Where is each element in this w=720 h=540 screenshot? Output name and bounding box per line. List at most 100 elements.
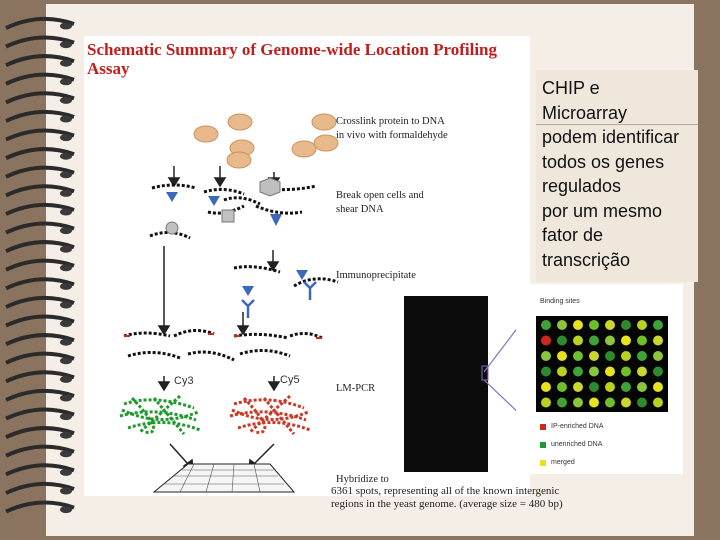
- array-spot: [605, 366, 615, 377]
- array-spot: [557, 397, 567, 408]
- step-lmpcr: LM-PCR: [336, 383, 376, 394]
- array-spot: [621, 382, 631, 392]
- array-spot: [573, 397, 583, 408]
- array-spot: [637, 366, 647, 377]
- spiral-coil: [5, 314, 75, 328]
- inset-title: Binding sites: [540, 298, 580, 305]
- spiral-hole: [60, 450, 72, 458]
- protein-shape: [165, 221, 179, 235]
- spots-caption-line1: 6361 spots, representing all of the know…: [331, 485, 560, 497]
- spiral-coil: [5, 295, 75, 309]
- array-spot: [541, 366, 551, 377]
- cell-shape: [313, 134, 339, 152]
- spiral-coil: [5, 426, 75, 440]
- array-spot: [605, 397, 615, 408]
- step-crosslink-line1: Crosslink protein to DNA: [336, 116, 445, 127]
- step-crosslink-line2: in vivo with formaldehyde: [336, 130, 448, 141]
- spiral-hole: [60, 282, 72, 290]
- array-spot: [653, 397, 663, 408]
- spot-grid: [536, 316, 668, 412]
- spiral-coil: [5, 333, 75, 347]
- spiral-hole: [60, 78, 72, 86]
- spiral-coil: [5, 277, 75, 291]
- array-spot: [621, 320, 631, 330]
- protein-shape: [270, 214, 282, 226]
- cell-shape: [311, 113, 337, 131]
- legend-label-ip: IP-enriched DNA: [551, 423, 604, 430]
- array-spot: [605, 320, 615, 330]
- callout-lines: [481, 321, 523, 417]
- spiral-hole: [60, 320, 72, 328]
- spots-caption-line2: regions in the yeast genome. (average si…: [331, 498, 563, 510]
- legend-swatch-unenriched: [540, 442, 546, 448]
- spiral-hole: [60, 59, 72, 67]
- spiral-coil: [5, 165, 75, 179]
- array-spot: [621, 351, 631, 361]
- array-spot: [605, 351, 615, 361]
- spiral-hole: [60, 22, 72, 30]
- spiral-coil: [5, 109, 75, 123]
- array-spot: [557, 366, 567, 377]
- spiral-binding: [5, 16, 75, 514]
- array-spot: [621, 366, 631, 377]
- spiral-coil: [5, 258, 75, 272]
- array-spot: [573, 335, 583, 346]
- spiral-hole: [60, 152, 72, 160]
- array-spot: [637, 351, 647, 361]
- array-spot: [573, 366, 583, 377]
- cell-shape: [226, 151, 252, 169]
- legend-swatch-merged: [540, 460, 546, 466]
- caption-text: CHIP e Microarray podem identificar todo…: [542, 78, 680, 270]
- array-spot: [589, 397, 599, 408]
- array-spot: [541, 382, 551, 392]
- spiral-hole: [60, 134, 72, 142]
- cell-shape: [227, 113, 253, 131]
- array-spot: [637, 382, 647, 392]
- array-spot: [573, 382, 583, 392]
- spiral-hole: [60, 506, 72, 514]
- spiral-hole: [60, 431, 72, 439]
- spiral-hole: [60, 375, 72, 383]
- spiral-coil: [5, 444, 75, 458]
- assay-schematic: [119, 113, 339, 493]
- spiral-coil: [5, 463, 75, 477]
- spiral-coil: [5, 91, 75, 105]
- spiral-coil: [5, 16, 75, 30]
- spiral-hole: [60, 171, 72, 179]
- spiral-hole: [60, 41, 72, 49]
- array-spot: [621, 335, 631, 346]
- array-spot: [637, 335, 647, 346]
- spots-caption: 6361 spots, representing all of the know…: [331, 485, 631, 511]
- caption-divider: [536, 124, 698, 125]
- spiral-coil: [5, 370, 75, 384]
- legend-label-unenriched: unenriched DNA: [551, 441, 603, 448]
- step-break-line2: shear DNA: [336, 204, 384, 215]
- spiral-coil: [5, 202, 75, 216]
- spiral-hole: [60, 468, 72, 476]
- spiral-coil: [5, 481, 75, 495]
- cell-shape: [291, 140, 317, 158]
- step-break-line1: Break open cells and: [336, 190, 424, 201]
- array-spot: [541, 397, 551, 408]
- spiral-hole: [60, 413, 72, 421]
- spiral-hole: [60, 357, 72, 365]
- array-spot: [589, 335, 599, 346]
- array-spot: [557, 382, 567, 392]
- spiral-hole: [60, 96, 72, 104]
- spiral-coil: [5, 240, 75, 254]
- protein-shape: [208, 196, 220, 206]
- array-spot: [653, 335, 663, 346]
- spiral-coil: [5, 128, 75, 142]
- array-spot: [637, 320, 647, 330]
- spiral-coil: [5, 72, 75, 86]
- spiral-hole: [60, 301, 72, 309]
- step-hybridize: Hybridize to: [336, 474, 389, 485]
- spiral-coil: [5, 221, 75, 235]
- legend-swatch-ip: [540, 424, 546, 430]
- legend-label-merged: merged: [551, 459, 575, 466]
- dye-label-cy5: Cy5: [280, 374, 300, 386]
- array-spot: [573, 320, 583, 330]
- spiral-hole: [60, 208, 72, 216]
- array-spot: [589, 382, 599, 392]
- microarray-slide: [152, 463, 296, 493]
